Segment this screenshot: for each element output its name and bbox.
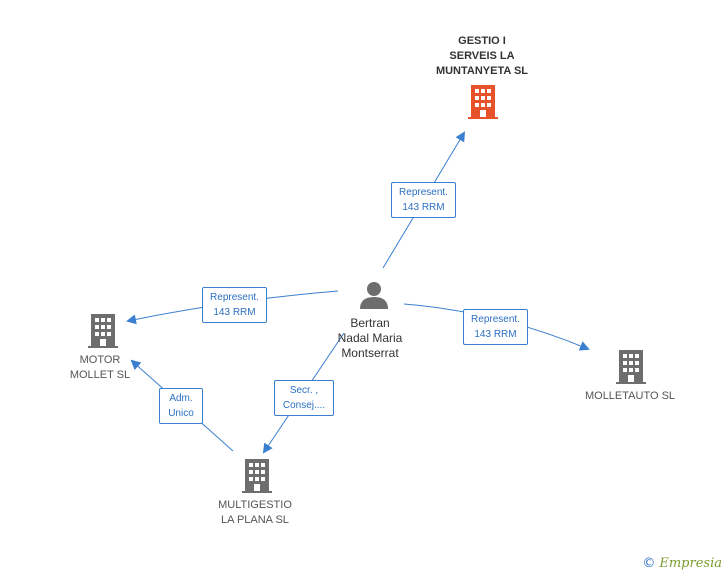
copyright-icon: © [642, 556, 656, 571]
node-label-motor[interactable]: MOTOR MOLLET SL [69, 354, 131, 381]
building-icon-molletauto[interactable] [616, 350, 646, 384]
edge-label-multigestio-to-motor: Adm. Unico [159, 388, 203, 424]
edge-label-to-gestio: Represent. 143 RRM [391, 182, 456, 218]
node-label-molletauto[interactable]: MOLLETAUTO SL [584, 390, 676, 402]
edge-label-to-multigestio: Secr. , Consej.... [274, 380, 334, 416]
brand-name: Empresia [659, 556, 722, 571]
building-icon-gestio[interactable] [468, 85, 498, 119]
edge-label-to-molletauto: Represent. 143 RRM [463, 309, 528, 345]
brand-logo: ©Empresia [642, 556, 722, 571]
building-icon-motor[interactable] [88, 314, 118, 348]
building-icon-multigestio[interactable] [242, 459, 272, 493]
node-label-multigestio[interactable]: MULTIGESTIO LA PLANA SL [218, 499, 292, 526]
person-icon[interactable] [360, 282, 388, 309]
node-label-person[interactable]: Bertran Nadal Maria Montserrat [337, 316, 403, 360]
edge-label-to-motor: Represent. 143 RRM [202, 287, 267, 323]
node-label-gestio[interactable]: GESTIO I SERVEIS LA MUNTANYETA SL [435, 35, 529, 77]
